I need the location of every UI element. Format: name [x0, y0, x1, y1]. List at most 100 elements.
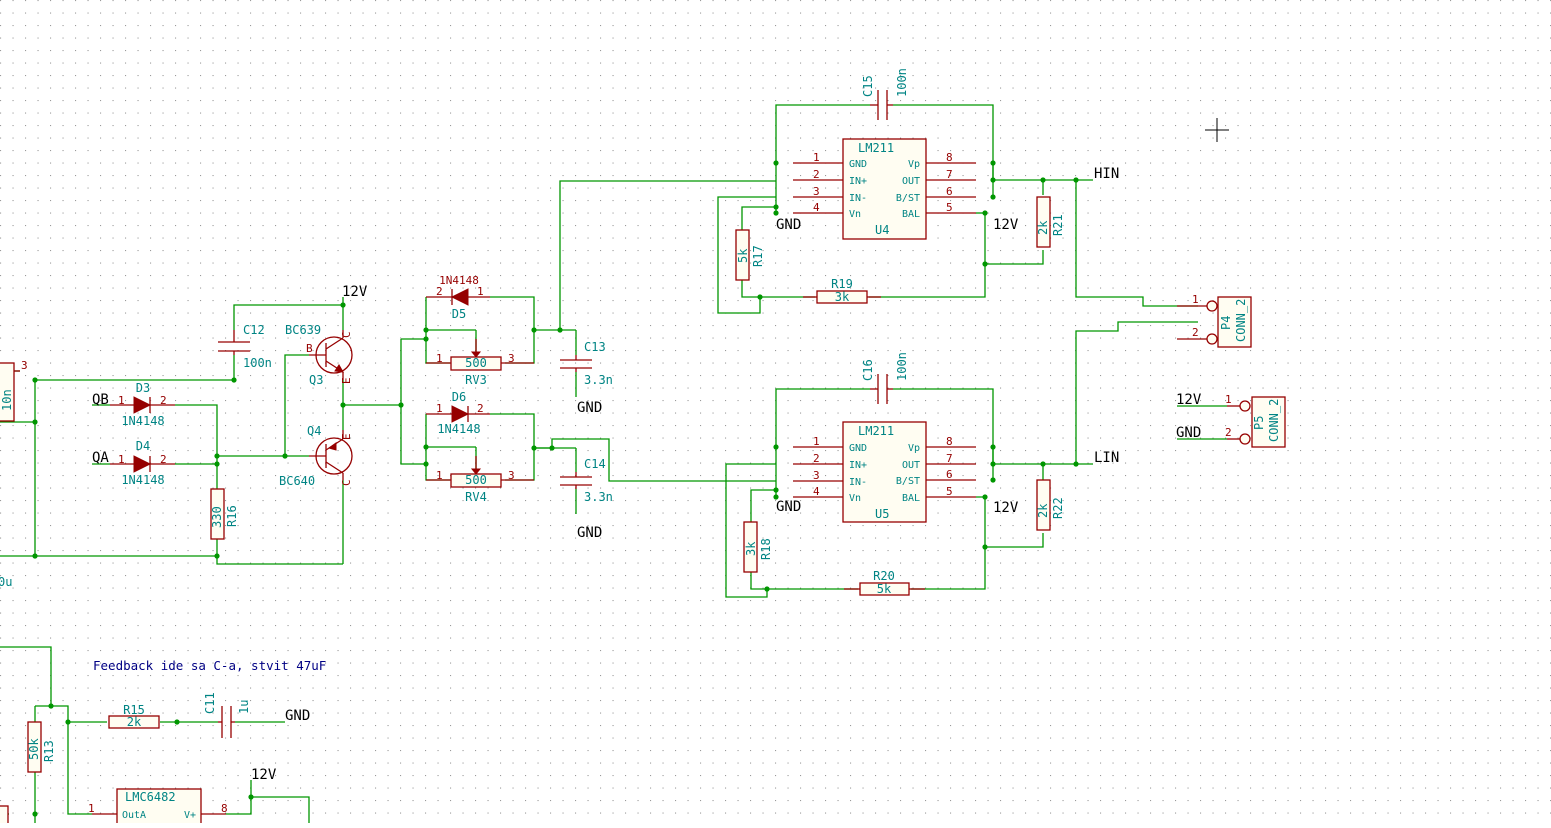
- net-12v-q3: 12V: [342, 284, 368, 300]
- resistor-r19[interactable]: 3k R19: [803, 277, 881, 304]
- net-gnd-u4: GND: [776, 217, 801, 233]
- u4-pin7: 7: [946, 168, 953, 181]
- r15-value: 2k: [127, 715, 142, 729]
- net-12v-u5: 12V: [993, 500, 1019, 516]
- d3-ref: D3: [136, 381, 150, 395]
- d5-pin1: 1: [477, 285, 484, 298]
- potentiometer-rv4[interactable]: 500 RV4 1 3: [426, 456, 534, 504]
- capacitor-c11[interactable]: C11 1u: [203, 692, 251, 738]
- capacitor-c14[interactable]: C14 3.3n: [560, 457, 613, 504]
- u5-pin5: 5: [946, 485, 953, 498]
- q4-ref: Q4: [307, 424, 321, 438]
- u4-label-gnd: GND: [849, 159, 867, 170]
- r21-ref: R21: [1051, 214, 1065, 236]
- diode-d3[interactable]: D3 1N4148 1 2: [110, 381, 175, 428]
- resistor-r21[interactable]: 2k R21: [1036, 196, 1065, 248]
- rv3-pin3: 3: [508, 352, 515, 365]
- u4-pin5: 5: [946, 201, 953, 214]
- r22-value: 2k: [1036, 503, 1050, 518]
- diode-d6[interactable]: D6 1N4148 1 2: [426, 390, 490, 436]
- partial-left-component: 3 10n 0u: [0, 359, 28, 827]
- r16-value: 330: [210, 506, 224, 528]
- c15-value: 100n: [895, 68, 909, 97]
- c11-value: 1u: [237, 700, 251, 714]
- u4-pin3: 3: [813, 185, 820, 198]
- partial-cap-value2: 0u: [0, 575, 12, 589]
- rv4-pin3: 3: [508, 469, 515, 482]
- d6-ref: D6: [452, 390, 466, 404]
- potentiometer-rv3[interactable]: 500 RV3 1 3: [426, 339, 534, 387]
- rv4-value: 500: [465, 473, 487, 487]
- rv4-ref: RV4: [465, 490, 487, 504]
- r20-ref: R20: [873, 569, 895, 583]
- p4-pin1: 1: [1192, 293, 1199, 306]
- rv3-value: 500: [465, 356, 487, 370]
- resistor-r20[interactable]: 5k R20: [844, 569, 925, 596]
- capacitor-c13[interactable]: C13 3.3n: [560, 340, 613, 387]
- c15-ref: C15: [861, 75, 875, 97]
- q3-ref: Q3: [309, 373, 323, 387]
- r16-ref: R16: [225, 505, 239, 527]
- u5-label-inn: IN-: [849, 477, 867, 488]
- q3-value: BC639: [285, 323, 321, 337]
- capacitor-c12[interactable]: C12 100n: [218, 323, 272, 370]
- r15-ref: R15: [123, 703, 145, 717]
- p5-ref: P5: [1252, 416, 1266, 430]
- u4-label-inn: IN-: [849, 193, 867, 204]
- d4-pin2: 2: [160, 453, 167, 466]
- p4-pin2: 2: [1192, 326, 1199, 339]
- resistor-r17[interactable]: 5k R17: [735, 229, 765, 281]
- u5-part-name: LM211: [858, 424, 894, 438]
- c11-ref: C11: [203, 692, 217, 714]
- u5-pin7: 7: [946, 452, 953, 465]
- resistor-r13[interactable]: 50k R13: [27, 721, 56, 773]
- net-gnd-u5: GND: [776, 499, 801, 515]
- r18-ref: R18: [759, 538, 773, 560]
- resistor-r18[interactable]: 3k R18: [743, 521, 773, 573]
- r22-ref: R22: [1051, 497, 1065, 519]
- c16-ref: C16: [861, 359, 875, 381]
- u4-pin2: 2: [813, 168, 820, 181]
- c12-ref: C12: [243, 323, 265, 337]
- diode-d5[interactable]: 1N4148 D5 2 1: [426, 274, 490, 321]
- net-labels: 12V GND GND 12V 12V HIN LIN GND GND 12V …: [92, 166, 1202, 783]
- capacitor-c15[interactable]: C15 100n: [861, 68, 909, 120]
- net-12v-lmc: 12V: [251, 767, 277, 783]
- capacitor-c16[interactable]: C16 100n: [861, 352, 909, 404]
- rv3-ref: RV3: [465, 373, 487, 387]
- u4-pin8: 8: [946, 151, 953, 164]
- net-hin: HIN: [1094, 166, 1119, 182]
- d5-ref: D5: [452, 307, 466, 321]
- u-lmc6482[interactable]: LMC6482 OutA V+ 1 8: [88, 788, 228, 828]
- diode-d4[interactable]: D4 1N4148 1 2: [110, 439, 175, 487]
- u5-pin2: 2: [813, 452, 820, 465]
- u5-pin3: 3: [813, 469, 820, 482]
- resistor-r16[interactable]: 330 R16: [210, 488, 239, 540]
- connector-p4[interactable]: 1 2 P4 CONN_2: [1177, 293, 1252, 348]
- lmc6482-pin1: 1: [88, 802, 95, 815]
- r19-ref: R19: [831, 277, 853, 291]
- u5-comparator[interactable]: LM211 U5 1 2 3 4 8 7 6 5 GND IN+ IN- Vn …: [793, 421, 976, 523]
- transistor-q3[interactable]: BC639 Q3 B C E: [285, 323, 353, 387]
- p5-value: CONN_2: [1267, 399, 1281, 442]
- c14-value: 3.3n: [584, 490, 613, 504]
- transistor-q4[interactable]: Q4 BC640 E C: [279, 424, 353, 488]
- r13-ref: R13: [42, 740, 56, 762]
- resistor-r22[interactable]: 2k R22: [1036, 479, 1065, 531]
- resistor-r15[interactable]: 2k R15: [108, 703, 160, 729]
- u4-part-name: LM211: [858, 141, 894, 155]
- d3-pin1: 1: [118, 394, 125, 407]
- lmc6482-name: LMC6482: [125, 790, 176, 804]
- u5-pin6: 6: [946, 468, 953, 481]
- connector-p5[interactable]: 1 2 P5 CONN_2: [1225, 393, 1286, 448]
- q3-pin-c: C: [340, 331, 353, 338]
- lmc6482-label-outa: OutA: [122, 810, 146, 821]
- d4-value: 1N4148: [121, 473, 164, 487]
- u4-comparator[interactable]: LM211 U4 1 2 3 4 8 7 6 5 GND IN+ IN- Vn …: [793, 138, 976, 240]
- c14-ref: C14: [584, 457, 606, 471]
- d6-value: 1N4148: [437, 422, 480, 436]
- r17-ref: R17: [751, 245, 765, 267]
- net-lin: LIN: [1094, 450, 1119, 466]
